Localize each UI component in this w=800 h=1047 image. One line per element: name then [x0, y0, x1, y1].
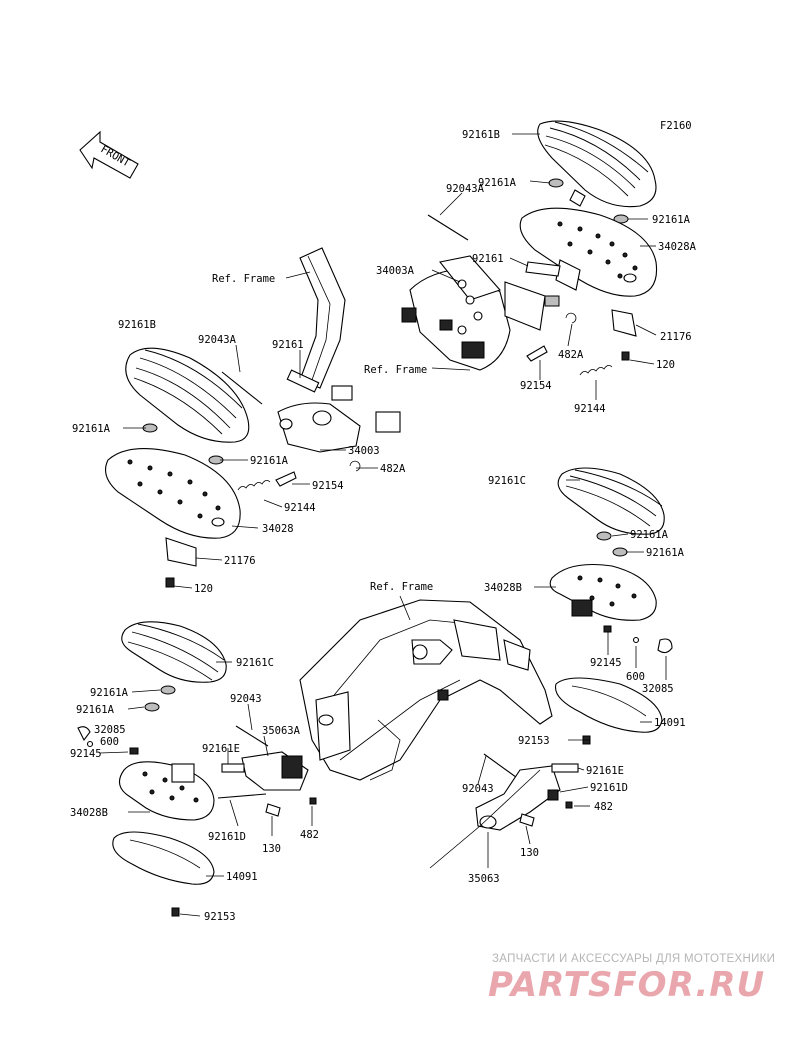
label-34028: 34028 [262, 523, 294, 535]
footboard-pad-top-right [537, 120, 657, 208]
label-92161C-right: 92161C [488, 475, 526, 487]
label-482-right: 482 [594, 801, 613, 813]
label-92043-right: 92043 [462, 783, 494, 795]
label-92145-right: 92145 [590, 657, 622, 669]
label-92161-left: 92161 [272, 339, 304, 351]
label-ref-frame-2: Ref. Frame [364, 364, 427, 376]
label-34028B-right: 34028B [484, 582, 522, 594]
label-92161A-top-a: 92161A [478, 177, 517, 189]
label-92144-top: 92144 [574, 403, 606, 415]
label-482A-top: 482A [558, 349, 584, 361]
label-92154-top: 92154 [520, 380, 552, 392]
label-ref-frame-1: Ref. Frame [212, 273, 275, 285]
label-92153-right: 92153 [518, 735, 550, 747]
passenger-bracket-35063A [217, 725, 317, 817]
label-92154-left: 92154 [312, 480, 344, 492]
front-direction-arrow: FRONT [79, 130, 139, 179]
leader-lines [99, 133, 667, 917]
label-92161A-right-b: 92161A [646, 547, 685, 559]
label-92161E-left: 92161E [202, 743, 240, 755]
label-35063: 35063 [468, 873, 500, 885]
label-14091-left: 14091 [226, 871, 258, 883]
label-92161A-right-a: 92161A [630, 529, 669, 541]
label-92161A-left-a: 92161A [72, 423, 111, 435]
watermark-tagline: ЗАПЧАСТИ И АКСЕССУАРЫ ДЛЯ МОТОТЕХНИКИ [492, 953, 775, 965]
label-14091-right: 14091 [654, 717, 686, 729]
label-35063A: 35063A [262, 725, 301, 737]
label-92043A-left: 92043A [198, 334, 237, 346]
label-482-left: 482 [300, 829, 319, 841]
label-92043A-top: 92043A [446, 183, 485, 195]
central-frame [299, 599, 553, 781]
label-32085-left: 32085 [94, 724, 126, 736]
label-92161A-low-b: 92161A [76, 704, 115, 716]
label-21176-left: 21176 [224, 555, 256, 567]
label-92161A-left-b: 92161A [250, 455, 289, 467]
footboard-bracket-34003A [401, 255, 561, 371]
label-92161B-left: 92161B [118, 319, 156, 331]
footboard-pad-left [125, 347, 250, 443]
label-130-left: 130 [262, 843, 281, 855]
figure-id: F2160 [660, 120, 692, 132]
label-92043-left: 92043 [230, 693, 262, 705]
passenger-bracket-35063 [475, 753, 579, 831]
label-34003: 34003 [348, 445, 380, 457]
label-92153-left: 92153 [204, 911, 236, 923]
passenger-footboard-left-assembly [77, 621, 227, 917]
part-labels: F2160 92161B 92161A 92043A 92161A 34028A… [70, 120, 697, 923]
label-482A-left: 482A [380, 463, 406, 475]
label-600-right: 600 [626, 671, 645, 683]
label-92161D-left: 92161D [208, 831, 246, 843]
label-ref-frame-3: Ref. Frame [370, 581, 433, 593]
label-32085-right: 32085 [642, 683, 674, 695]
rider-footboard-left-assembly [105, 247, 401, 588]
label-130-right: 130 [520, 847, 539, 859]
label-92161-top: 92161 [472, 253, 504, 265]
label-92144-left: 92144 [284, 502, 316, 514]
label-120-left: 120 [194, 583, 213, 595]
label-92161A-low-a: 92161A [90, 687, 129, 699]
label-92145-left: 92145 [70, 748, 102, 760]
label-120-top: 120 [656, 359, 675, 371]
label-34028B-left: 34028B [70, 807, 108, 819]
label-34028A: 34028A [658, 241, 697, 253]
label-600-left: 600 [100, 736, 119, 748]
label-92161A-top-b: 92161A [652, 214, 691, 226]
label-34003A: 34003A [376, 265, 415, 277]
label-92161E-right: 92161E [586, 765, 624, 777]
label-92161B-top: 92161B [462, 129, 500, 141]
watermark: ЗАПЧАСТИ И АКСЕССУАРЫ ДЛЯ МОТОТЕХНИКИ PA… [488, 953, 775, 1005]
rider-footboard-right-assembly [401, 120, 658, 376]
footboard-plate-34028A [519, 207, 658, 297]
watermark-brand: PARTSFOR.RU [488, 965, 765, 1005]
label-21176-top: 21176 [660, 331, 692, 343]
label-92161D-right: 92161D [590, 782, 628, 794]
passenger-footboard-right-assembly [549, 467, 673, 745]
label-92161C-left: 92161C [236, 657, 274, 669]
footboard-plate-34028 [105, 448, 241, 539]
